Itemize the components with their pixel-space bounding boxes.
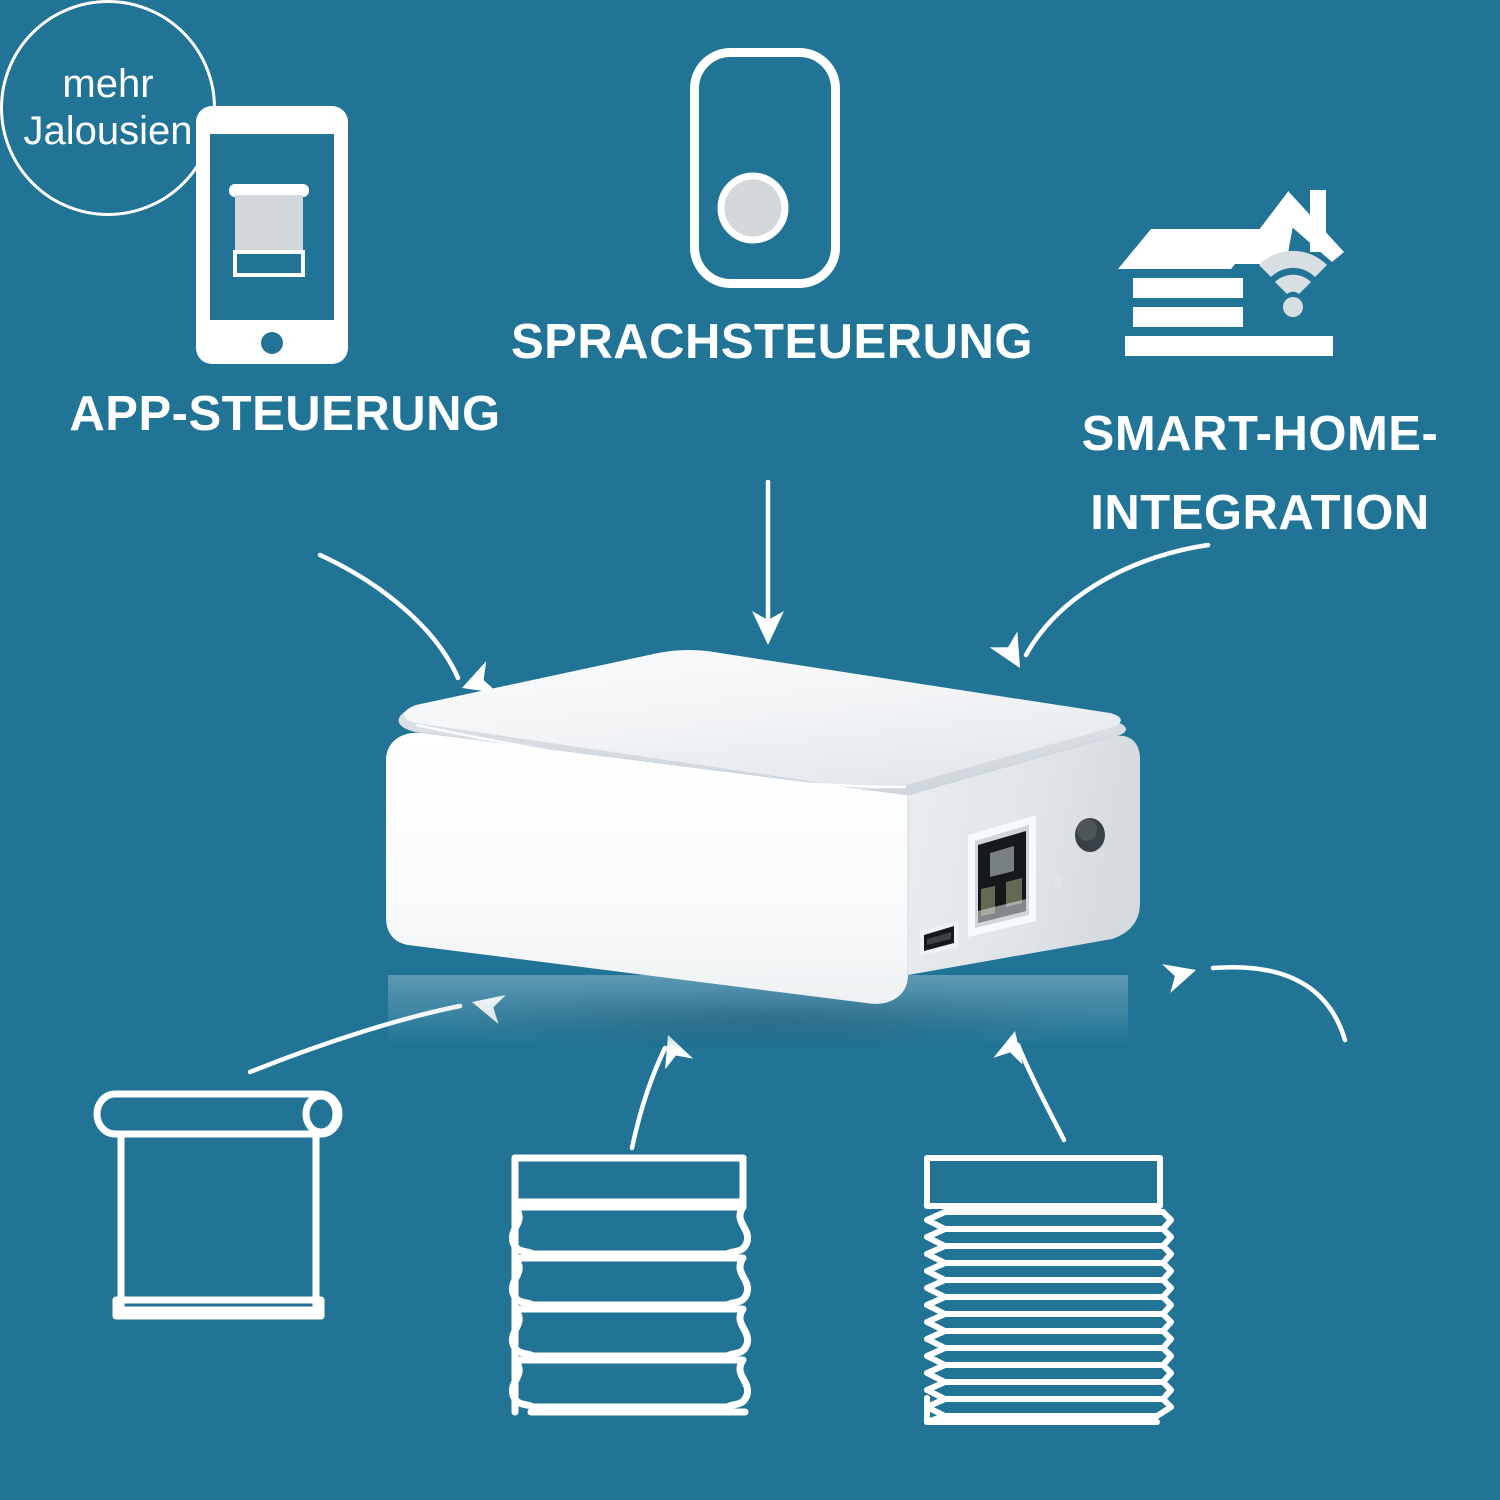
feature-label-smart-home-line2: INTEGRATION bbox=[1090, 486, 1430, 541]
feature-label-smart-home-line1: SMART-HOME- bbox=[1081, 407, 1439, 461]
smart-home-hub bbox=[386, 650, 1140, 1051]
feature-label-app-control: APP-STEUERUNG bbox=[69, 387, 501, 441]
hub-lid-top bbox=[404, 650, 1121, 790]
micro-usb-port bbox=[920, 921, 958, 956]
more-blinds-badge-line2: Jalousien bbox=[23, 109, 193, 153]
smartphone-icon bbox=[196, 106, 348, 364]
smart-speaker-icon bbox=[690, 48, 840, 288]
more-blinds-badge-text: mehr Jalousien bbox=[23, 61, 192, 155]
arrow-more-to-hub-line bbox=[1210, 964, 1348, 1043]
more-blinds-badge-line1: mehr bbox=[62, 61, 154, 106]
reset-button bbox=[1075, 818, 1105, 852]
cellular-blind-icon bbox=[508, 1154, 752, 1416]
status-led bbox=[1054, 876, 1062, 888]
arrow-smarthome-to-hub-line bbox=[1023, 542, 1211, 658]
ethernet-rj45-port bbox=[968, 815, 1036, 937]
arrow-more-to-hub-head bbox=[1162, 964, 1196, 993]
feature-label-smart-home: SMART-HOME- INTEGRATION bbox=[1020, 395, 1500, 554]
hub-front-face bbox=[386, 732, 908, 1004]
roller-blind-icon bbox=[93, 1090, 343, 1320]
arrow-voice-to-hub-head bbox=[752, 611, 784, 645]
more-blinds-badge[interactable]: mehr Jalousien bbox=[0, 0, 216, 216]
feature-label-voice-control: SPRACHSTEUERUNG bbox=[510, 315, 1034, 369]
house-wifi-icon bbox=[1118, 190, 1344, 356]
pleated-blind-icon bbox=[924, 1155, 1174, 1425]
